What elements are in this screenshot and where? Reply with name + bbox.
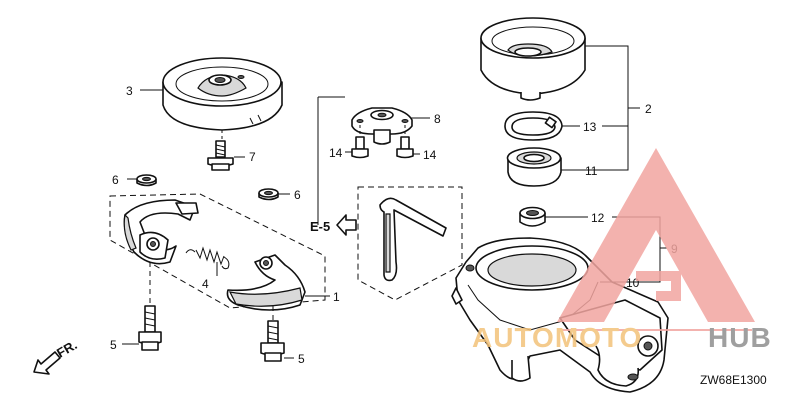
hose-reference-box (357, 186, 463, 301)
callout-14-left: 14 (329, 146, 343, 160)
callout-6-left: 6 (112, 173, 119, 187)
part-2-cup (480, 17, 586, 101)
reference-arrow-icon (336, 214, 357, 236)
e5-reference-label: E-5 (310, 219, 330, 234)
callout-8: 8 (434, 112, 441, 126)
callout-2: 2 (645, 102, 652, 116)
part-6-washer-right (258, 188, 279, 201)
part-14-bolt-left (351, 125, 369, 159)
part-1-clutch-assembly (109, 193, 326, 311)
callout-5-right: 5 (298, 352, 305, 366)
part-12-nut (519, 206, 546, 227)
part-11-bearing (506, 147, 562, 187)
part-5-bolt-right (260, 306, 285, 362)
part-14-bolt-right (396, 125, 414, 159)
callout-1: 1 (333, 290, 340, 304)
callout-numbers: 3 7 6 6 4 1 5 5 8 14 14 2 13 11 12 9 10 (110, 84, 678, 366)
diagram-code: ZW68E1300 (700, 373, 767, 387)
callout-12: 12 (591, 211, 605, 225)
callout-5-left: 5 (110, 338, 117, 352)
front-arrow-icon (33, 351, 61, 375)
callout-4: 4 (202, 277, 209, 291)
part-7-bolt (207, 130, 234, 171)
callout-7: 7 (249, 150, 256, 164)
callout-3: 3 (126, 84, 133, 98)
part-6-washer-left (136, 174, 157, 187)
part-5-bolt-left (138, 262, 162, 351)
watermark-logo: AUTOMOTO HUB (472, 148, 772, 353)
callout-14-right: 14 (423, 148, 437, 162)
part-8-plate (317, 96, 413, 225)
front-direction: FR. (33, 337, 80, 375)
watermark-word-2: HUB (708, 322, 772, 353)
watermark-word-1: AUTOMOTO (472, 322, 642, 353)
watermark-triangle-icon (557, 148, 755, 322)
callout-6-right: 6 (294, 188, 301, 202)
callout-13: 13 (583, 120, 597, 134)
part-13-circlip (504, 111, 563, 141)
e5-reference: E-5 (310, 214, 357, 236)
callout-11: 11 (585, 164, 598, 178)
part-3-drum (162, 57, 283, 131)
part-4-spring (185, 246, 230, 270)
